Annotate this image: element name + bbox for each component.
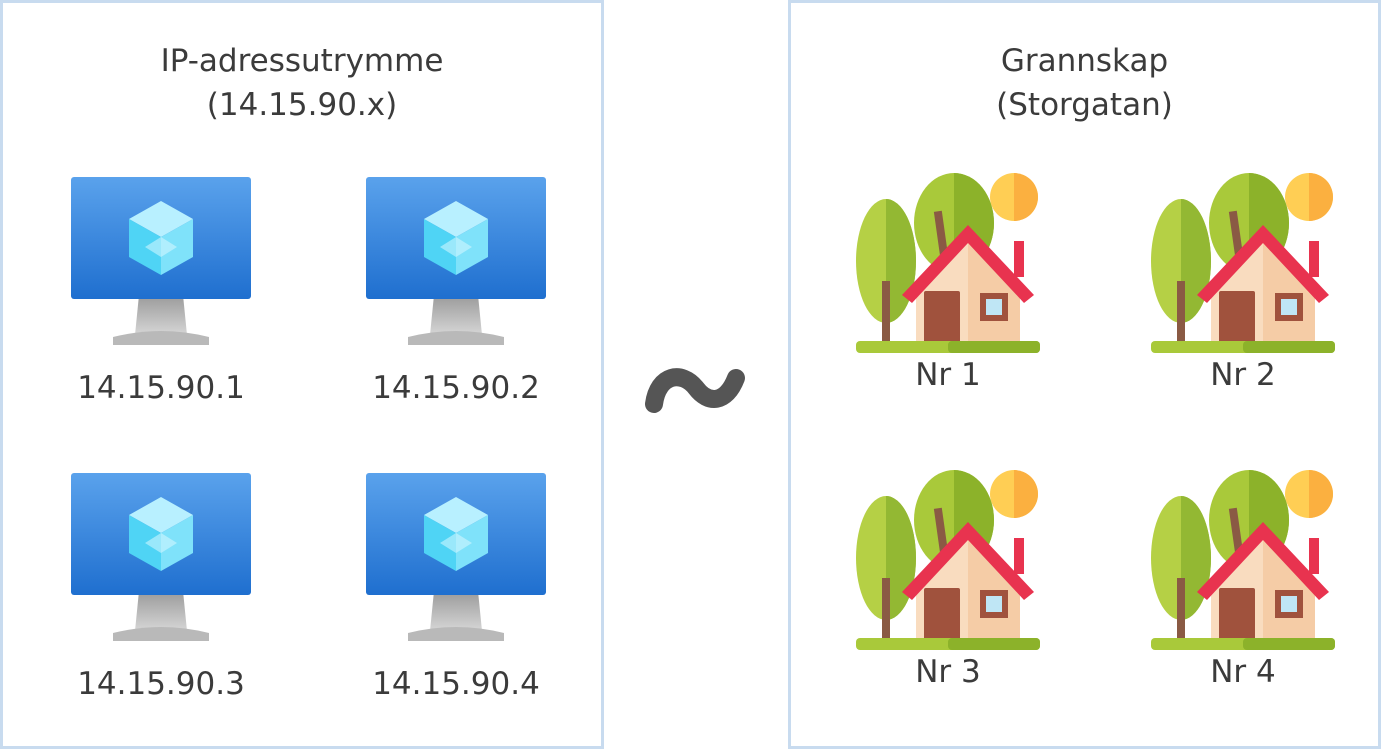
vm-ip-label-2: 14.15.90.2 xyxy=(372,370,540,406)
vm-ip-label-1: 14.15.90.1 xyxy=(77,370,245,406)
vm-ip-label-3: 14.15.90.3 xyxy=(77,666,245,702)
vm-item-3: 14.15.90.3 xyxy=(51,471,271,704)
house-icon xyxy=(856,468,1040,652)
vm-ip-label-4: 14.15.90.4 xyxy=(372,666,540,702)
virtual-machine-icon xyxy=(69,471,253,649)
house-number-label-2: Nr 2 xyxy=(1210,357,1276,393)
vm-item-4: 14.15.90.4 xyxy=(346,471,566,704)
vm-item-1: 14.15.90.1 xyxy=(51,175,271,408)
house-item-4: Nr 4 xyxy=(1133,468,1353,692)
house-number-label-3: Nr 3 xyxy=(915,654,981,690)
house-icon xyxy=(856,171,1040,355)
ip-address-space-title-line2: (14.15.90.x) xyxy=(206,87,398,123)
virtual-machine-icon xyxy=(364,471,548,649)
neighborhood-title-line2: (Storgatan) xyxy=(996,87,1173,123)
virtual-machine-icon xyxy=(364,175,548,353)
neighborhood-title-line1: Grannskap xyxy=(1000,43,1169,79)
vm-item-2: 14.15.90.2 xyxy=(346,175,566,408)
ip-address-space-title-line1: IP-adressutrymme xyxy=(160,43,444,79)
neighborhood-title: Grannskap (Storgatan) xyxy=(791,39,1378,127)
house-item-1: Nr 1 xyxy=(838,171,1058,395)
ip-address-space-panel: IP-adressutrymme (14.15.90.x) 14.15.90.1… xyxy=(0,0,604,749)
house-item-2: Nr 2 xyxy=(1133,171,1353,395)
tilde-icon xyxy=(645,368,745,413)
house-number-label-1: Nr 1 xyxy=(915,357,981,393)
virtual-machine-icon xyxy=(69,175,253,353)
house-icon xyxy=(1151,468,1335,652)
neighborhood-panel: Grannskap (Storgatan) Nr 1 Nr 2 Nr 3 Nr … xyxy=(788,0,1381,749)
house-item-3: Nr 3 xyxy=(838,468,1058,692)
house-icon xyxy=(1151,171,1335,355)
ip-address-space-title: IP-adressutrymme (14.15.90.x) xyxy=(3,39,601,127)
house-number-label-4: Nr 4 xyxy=(1210,654,1276,690)
